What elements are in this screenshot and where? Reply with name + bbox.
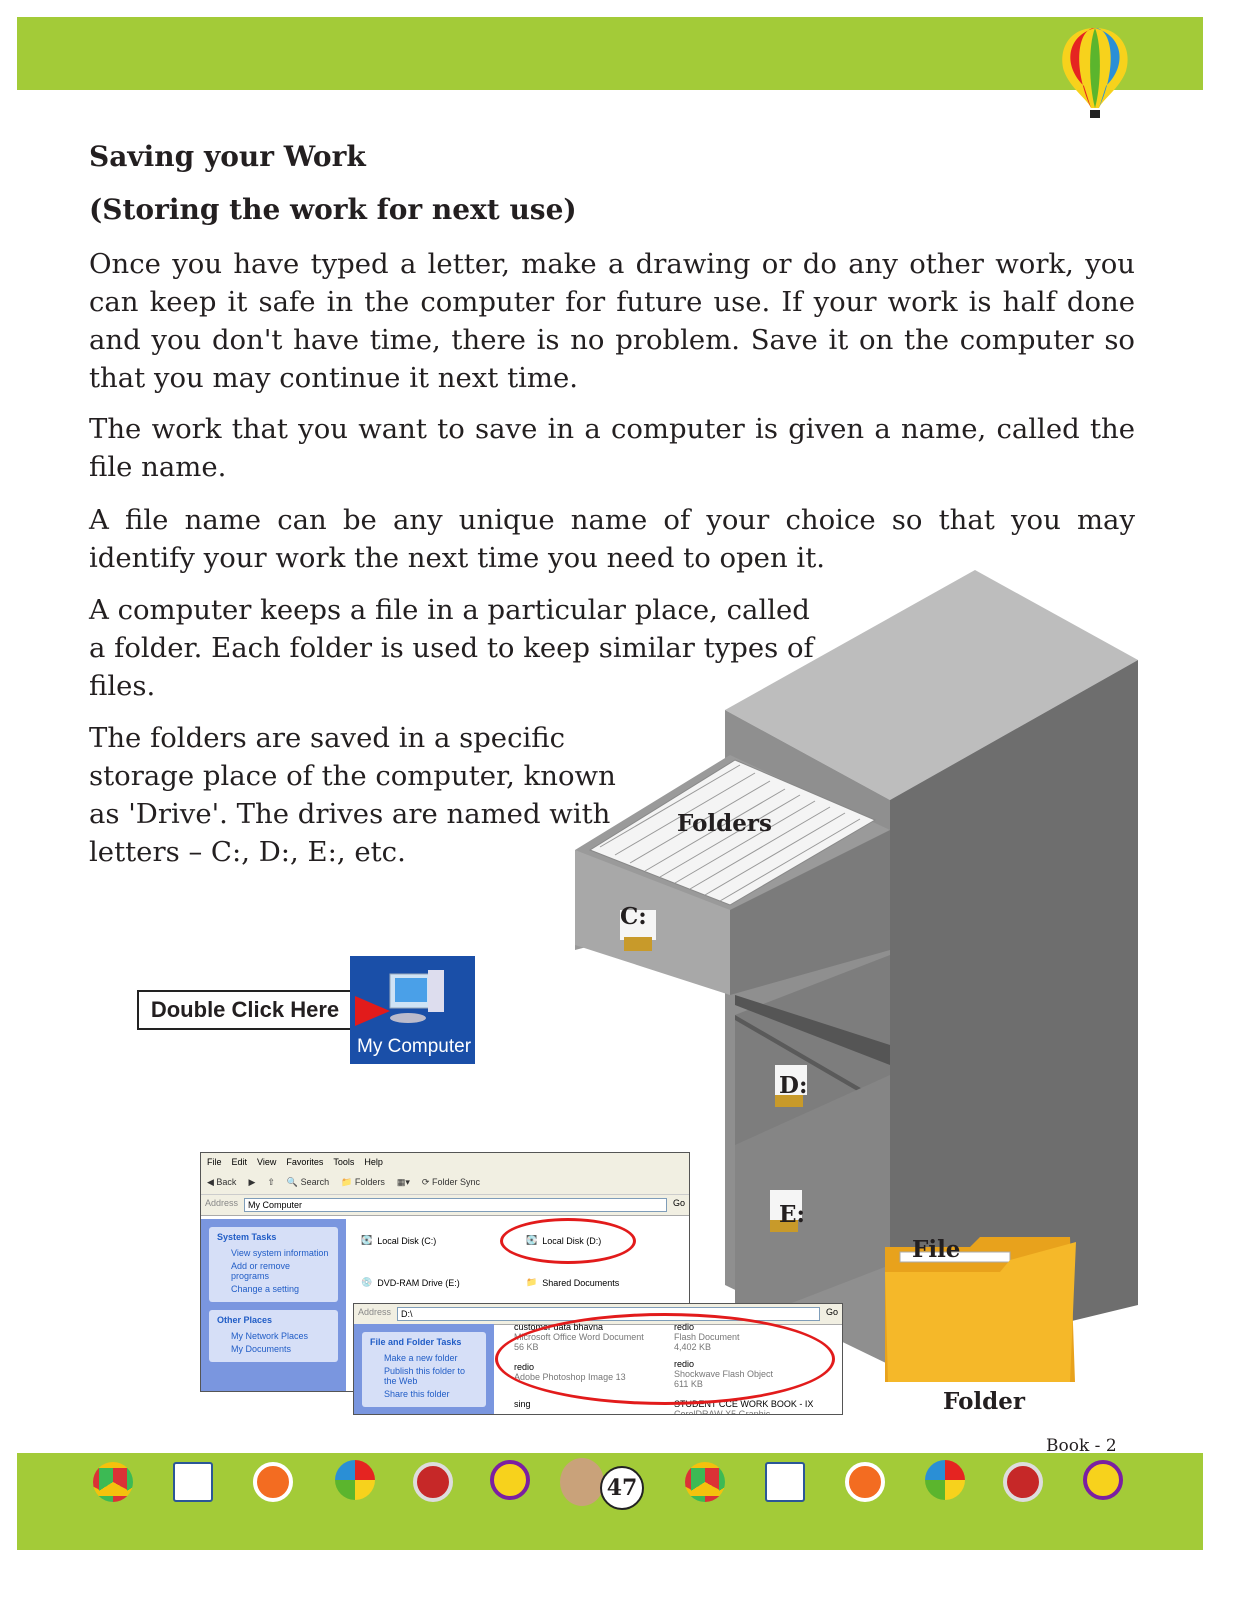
paragraph-1: Once you have typed a letter, make a dra… xyxy=(89,248,1135,394)
system-tasks-panel: System Tasks View system information Add… xyxy=(209,1227,338,1302)
book-label: Book - 2 xyxy=(1046,1436,1117,1456)
highlight-ring-files xyxy=(495,1313,835,1405)
double-click-callout: Double Click Here xyxy=(137,990,353,1030)
word-icon xyxy=(765,1462,805,1502)
menu-edit[interactable]: Edit xyxy=(231,1157,248,1167)
toolbar: ◀ Back ▶ ⇧ 🔍 Search 📁 Folders ▦▾ ⟳ Folde… xyxy=(201,1171,689,1195)
publish-folder-link[interactable]: Publish this folder to the Web xyxy=(384,1366,466,1386)
menu-file[interactable]: File xyxy=(207,1157,222,1167)
view-system-info-link[interactable]: View system information xyxy=(231,1248,329,1258)
file-item[interactable]: sing xyxy=(514,1399,531,1409)
app-icon xyxy=(413,1462,453,1502)
my-computer-desktop-icon[interactable]: My Computer xyxy=(350,956,475,1064)
paragraph-2: The work that you want to save in a comp… xyxy=(89,413,1135,483)
drawer-d-label: D: xyxy=(779,1072,808,1099)
go-button[interactable]: Go xyxy=(672,1198,685,1208)
my-computer-label: My Computer xyxy=(357,1036,472,1057)
views-button[interactable]: ▦▾ xyxy=(396,1177,410,1187)
balloon-icon xyxy=(335,1460,375,1500)
task-pane: System Tasks View system information Add… xyxy=(201,1219,346,1391)
balloon-icon xyxy=(925,1460,965,1500)
balloon-logo-icon xyxy=(1062,28,1128,118)
my-documents-link[interactable]: My Documents xyxy=(231,1344,292,1354)
system-tasks-title[interactable]: System Tasks xyxy=(217,1232,277,1242)
page-heading: Saving your Work xyxy=(89,140,366,173)
page-number: 47 xyxy=(600,1466,644,1510)
other-places-panel: Other Places My Network Places My Docume… xyxy=(209,1310,338,1362)
back-button[interactable]: ◀ Back xyxy=(207,1177,237,1187)
menu-tools[interactable]: Tools xyxy=(333,1157,355,1167)
folder-sync-button[interactable]: ⟳ Folder Sync xyxy=(421,1177,480,1187)
folder-label: Folder xyxy=(943,1388,1025,1415)
my-network-places-link[interactable]: My Network Places xyxy=(231,1331,309,1341)
go-button-2[interactable]: Go xyxy=(825,1307,838,1317)
briefcase-icon xyxy=(253,1462,293,1502)
menu-favorites[interactable]: Favorites xyxy=(286,1157,324,1167)
menu-help[interactable]: Help xyxy=(364,1157,383,1167)
chrome-icon xyxy=(93,1462,133,1502)
make-new-folder-link[interactable]: Make a new folder xyxy=(384,1353,458,1363)
explorer-window-my-computer: File Edit View Favorites Tools Help ◀ Ba… xyxy=(200,1152,690,1392)
filing-cabinet-illustration xyxy=(575,570,1138,1365)
drive-e[interactable]: 💿 DVD-RAM Drive (E:) xyxy=(361,1277,460,1288)
task-pane-2: File and Folder Tasks Make a new folder … xyxy=(354,1324,494,1414)
file-folder-tasks-panel: File and Folder Tasks Make a new folder … xyxy=(362,1332,486,1407)
paragraph-4: A computer keeps a file in a particular … xyxy=(89,594,814,702)
change-setting-link[interactable]: Change a setting xyxy=(231,1284,300,1294)
up-icon[interactable]: ⇧ xyxy=(267,1177,275,1187)
menu-view[interactable]: View xyxy=(257,1157,277,1167)
mouse-mascot-icon xyxy=(560,1458,604,1506)
address-label: Address xyxy=(205,1198,239,1208)
other-places-title[interactable]: Other Places xyxy=(217,1315,273,1325)
briefcase-icon xyxy=(845,1462,885,1502)
highlight-ring-drive-d xyxy=(500,1218,636,1264)
folders-button[interactable]: 📁 Folders xyxy=(341,1177,385,1187)
page-subheading: (Storing the work for next use) xyxy=(89,193,577,226)
file-label: File xyxy=(912,1236,961,1263)
paragraph-3: A file name can be any unique name of yo… xyxy=(89,504,1135,574)
folders-label: Folders xyxy=(677,810,772,837)
yahoo-messenger-icon xyxy=(1083,1460,1123,1500)
chrome-icon xyxy=(685,1462,725,1502)
address-bar: Address My Computer Go xyxy=(201,1195,689,1216)
top-banner xyxy=(17,17,1203,90)
forward-button[interactable]: ▶ xyxy=(248,1177,256,1187)
search-button[interactable]: 🔍 Search xyxy=(286,1177,330,1187)
share-folder-link[interactable]: Share this folder xyxy=(384,1389,450,1399)
word-icon xyxy=(173,1462,213,1502)
drawer-e-label: E: xyxy=(779,1201,806,1228)
drawer-c-label: C: xyxy=(620,903,647,930)
address-input[interactable]: My Computer xyxy=(244,1198,667,1212)
app-icon xyxy=(1003,1462,1043,1502)
paragraph-5: The folders are saved in a specific stor… xyxy=(89,722,616,868)
address-label-2: Address xyxy=(358,1307,392,1317)
add-remove-programs-link[interactable]: Add or remove programs xyxy=(231,1261,291,1281)
yahoo-messenger-icon xyxy=(490,1460,530,1500)
shared-documents[interactable]: 📁 Shared Documents xyxy=(526,1277,620,1288)
drive-c[interactable]: 💽 Local Disk (C:) xyxy=(361,1235,437,1246)
folder-icon xyxy=(885,1237,1076,1382)
computer-icon xyxy=(355,970,444,1026)
menu-bar: File Edit View Favorites Tools Help xyxy=(201,1153,689,1171)
file-folder-tasks-title[interactable]: File and Folder Tasks xyxy=(370,1337,462,1347)
